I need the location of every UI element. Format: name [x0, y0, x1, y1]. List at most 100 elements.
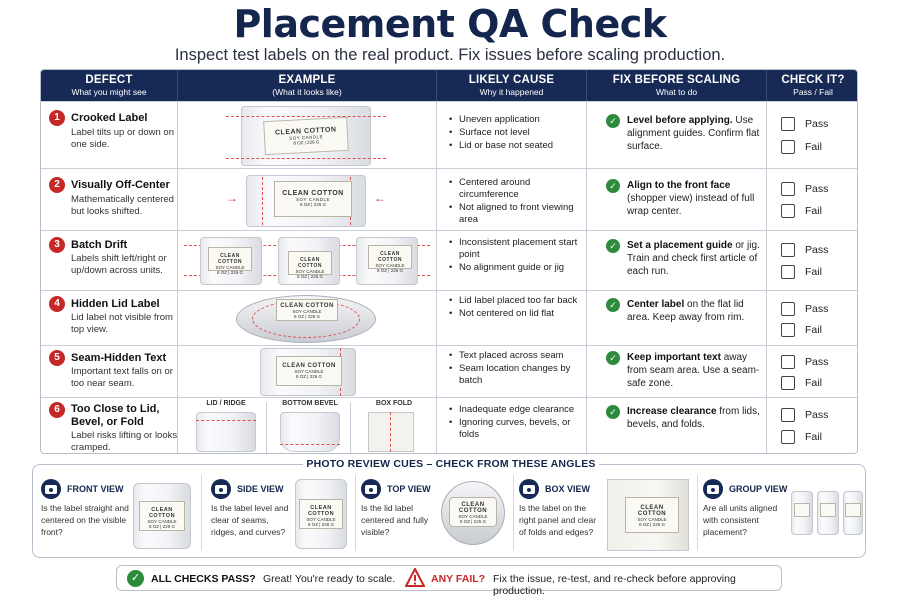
- candle-label: [820, 503, 836, 517]
- cue-text: Is the lid label centered and fully visi…: [361, 503, 429, 537]
- pass-checkbox[interactable]: [781, 117, 795, 131]
- defect-description: Label risks lifting or looks cramped.: [71, 430, 178, 453]
- cause-list: Inconsistent placement start pointNo ali…: [449, 237, 585, 275]
- defect-number: 4: [49, 296, 65, 312]
- fail-checkbox[interactable]: [781, 204, 795, 218]
- check-icon: ✓: [606, 405, 620, 419]
- table-row: 3 Batch Drift Labels shift left/right or…: [41, 230, 857, 290]
- pass-checkbox[interactable]: [781, 302, 795, 316]
- cue-title: FRONT VIEW: [67, 484, 124, 494]
- defect-number: 2: [49, 177, 65, 193]
- defect-name: Batch Drift: [71, 239, 128, 251]
- camera-icon: [703, 479, 723, 499]
- guide-line: [196, 420, 256, 421]
- defect-name: Visually Off-Center: [71, 179, 170, 191]
- photo-review-panel: PHOTO REVIEW CUES – CHECK FROM THESE ANG…: [32, 458, 866, 558]
- example-heading: BOTTOM BEVEL: [282, 400, 338, 407]
- box-image: [368, 412, 414, 452]
- defect-name: Hidden Lid Label: [71, 298, 160, 310]
- fail-checkbox[interactable]: [781, 265, 795, 279]
- jar-image: [280, 412, 340, 452]
- page-subtitle: Inspect test labels on the real product.…: [174, 46, 726, 64]
- defect-name: Seam-Hidden Text: [71, 352, 167, 364]
- check-icon: ✓: [127, 570, 144, 587]
- fail-heading: ANY FAIL?: [431, 573, 486, 585]
- guide-line: [226, 116, 386, 117]
- fail-checkbox[interactable]: [781, 140, 795, 154]
- fail-checkbox[interactable]: [781, 430, 795, 444]
- check-icon: ✓: [606, 179, 620, 193]
- example-clearance: LID / RIDGE BOTTOM BEVEL BOX FOLD: [178, 398, 437, 453]
- camera-icon: [519, 479, 539, 499]
- warning-icon: [405, 568, 425, 587]
- camera-icon: [361, 479, 381, 499]
- header-example: EXAMPLE(What it looks like): [178, 70, 437, 101]
- defect-number: 6: [49, 402, 65, 418]
- defect-name: Too Close to Lid, Bevel, or Fold: [71, 403, 160, 428]
- defect-name: Crooked Label: [71, 112, 148, 124]
- defect-description: Lid label not visible from top view.: [71, 312, 173, 335]
- pass-checkbox[interactable]: [781, 243, 795, 257]
- table-row: 2 Visually Off-Center Mathematically cen…: [41, 168, 857, 230]
- fix-text: Level before applying. Use alignment gui…: [627, 115, 760, 152]
- page-title: Placement QA Check: [233, 2, 667, 46]
- header-check: CHECK IT?Pass / Fail: [781, 74, 845, 97]
- defect-number: 1: [49, 110, 65, 126]
- table-row: 5 Seam-Hidden Text Important text falls …: [41, 345, 857, 397]
- table-row: 1 Crooked Label Label tilts up or down o…: [41, 101, 857, 168]
- pass-text: Great! You're ready to scale.: [263, 573, 396, 585]
- fail-text: Fix the issue, re-test, and re-check bef…: [493, 573, 736, 597]
- check-icon: ✓: [606, 298, 620, 312]
- cue-text: Is the label straight and centered on th…: [41, 503, 129, 537]
- fix-text: Set a placement guide or jig. Train and …: [627, 240, 760, 277]
- check-icon: ✓: [606, 114, 620, 128]
- arrow-right-icon: →: [226, 191, 238, 205]
- camera-icon: [41, 479, 61, 499]
- cue-title: SIDE VIEW: [237, 484, 284, 494]
- jar-image: [196, 412, 256, 452]
- fix-text: Increase clearance from lids, bevels, an…: [627, 406, 760, 430]
- pass-heading: ALL CHECKS PASS?: [151, 573, 256, 585]
- camera-icon: [211, 479, 231, 499]
- pass-checkbox[interactable]: [781, 355, 795, 369]
- arrow-left-icon: ←: [374, 191, 386, 205]
- defect-description: Label tilts up or down on one side.: [71, 127, 174, 150]
- fail-checkbox[interactable]: [781, 376, 795, 390]
- defect-description: Important text falls on or too near seam…: [71, 366, 173, 389]
- example-heading: BOX FOLD: [375, 400, 413, 407]
- fix-text: Align to the front face (shopper view) i…: [627, 180, 755, 217]
- example-heading: LID / RIDGE: [206, 400, 246, 407]
- cause-list: Inadequate edge clearanceIgnoring curves…: [449, 404, 585, 442]
- fail-checkbox[interactable]: [781, 323, 795, 337]
- cue-text: Is the label level and clear of seams, r…: [211, 503, 289, 537]
- defect-number: 5: [49, 350, 65, 366]
- guide-line: [226, 158, 386, 159]
- guide-line: [280, 444, 340, 445]
- defect-number: 3: [49, 237, 65, 253]
- fold-line: [390, 412, 391, 452]
- table-row: 6 Too Close to Lid, Bevel, or Fold Label…: [41, 397, 857, 453]
- cue-title: TOP VIEW: [387, 484, 431, 494]
- cue-title: BOX VIEW: [545, 484, 591, 494]
- defect-description: Labels shift left/right or up/down acros…: [71, 253, 167, 276]
- pass-checkbox[interactable]: [781, 182, 795, 196]
- defect-description: Mathematically centered but looks shifte…: [71, 194, 174, 217]
- cause-list: Text placed across seamSeam location cha…: [449, 350, 585, 388]
- guide-line: [262, 177, 263, 225]
- cue-title: GROUP VIEW: [729, 484, 788, 494]
- candle-label: [794, 503, 810, 517]
- pass-checkbox[interactable]: [781, 408, 795, 422]
